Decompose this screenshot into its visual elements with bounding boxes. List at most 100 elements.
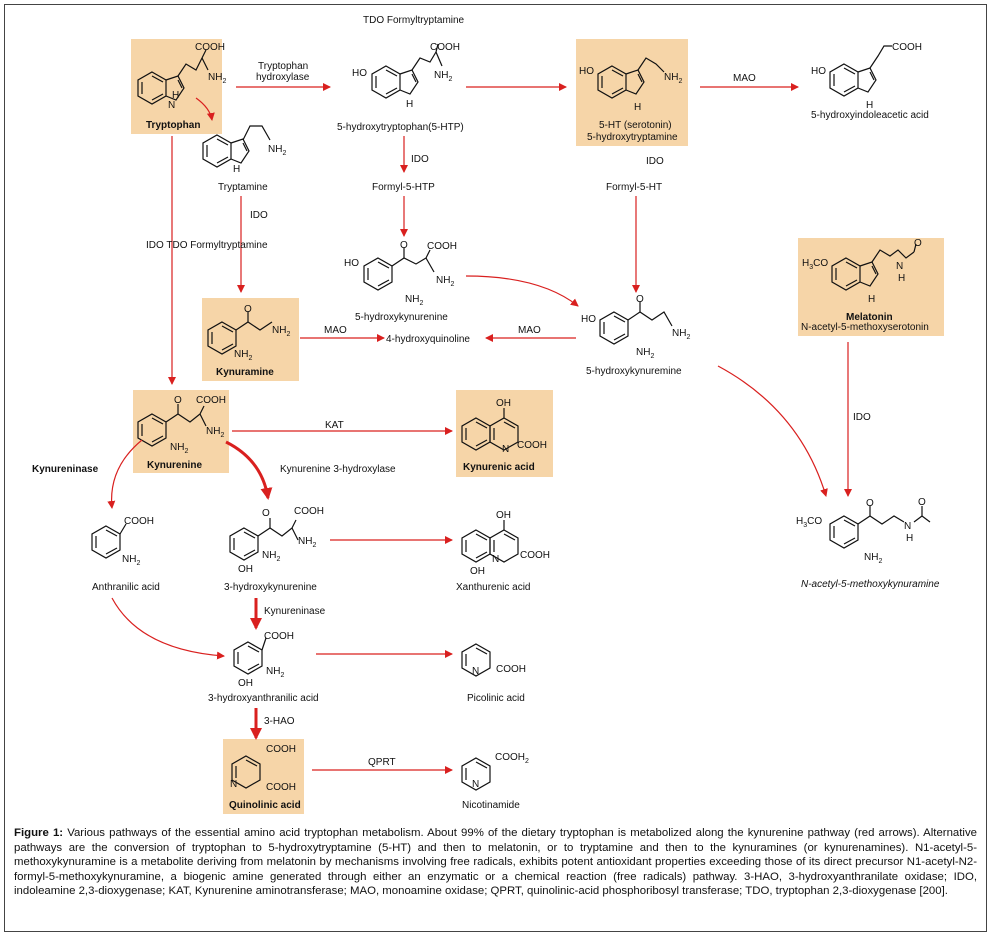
svg-text:H: H (634, 102, 641, 113)
svg-text:O: O (636, 294, 644, 305)
svg-text:5-HT (serotonin): 5-HT (serotonin) (599, 120, 672, 131)
enzyme-labels: Tryptophan hydroxylase MAO IDO Formyl-5-… (32, 61, 871, 768)
svg-text:H: H (866, 100, 873, 111)
structure-5-hydroxykynurenine: HO O COOH NH2 NH2 5-hydroxykynurenine (344, 240, 457, 323)
svg-text:Anthranilic acid: Anthranilic acid (92, 582, 160, 593)
svg-text:NH2: NH2 (436, 275, 454, 288)
svg-text:COOH: COOH (430, 42, 460, 53)
svg-text:NH2: NH2 (405, 294, 423, 307)
svg-text:NH2: NH2 (262, 550, 280, 563)
arrow-kyn-3hk (225, 440, 273, 500)
svg-text:NH2: NH2 (234, 349, 252, 362)
svg-text:MAO: MAO (324, 325, 347, 336)
arrow-5hk-kynuremine (465, 275, 579, 307)
svg-text:NH2: NH2 (268, 144, 286, 157)
svg-text:NH2: NH2 (664, 72, 682, 85)
svg-text:5-hydroxyindoleacetic acid: 5-hydroxyindoleacetic acid (811, 110, 929, 121)
structure-5htp: HO COOH NH2 H TDO Formyltryptamine 5-hyd… (337, 15, 465, 133)
structure-tryptophan: COOH NH2 H N Tryptophan (137, 42, 226, 131)
reaction-arrows (107, 83, 852, 774)
svg-text:Formyl-5-HT: Formyl-5-HT (606, 182, 662, 193)
svg-text:COOH: COOH (520, 550, 550, 561)
svg-text:COOH: COOH (294, 506, 324, 517)
structure-serotonin: HO NH2 H 5-HT (serotonin) 5-hydroxytrypt… (579, 57, 682, 143)
box-melatonin (798, 238, 944, 336)
svg-text:COOH: COOH (266, 782, 296, 793)
svg-text:Xanthurenic acid: Xanthurenic acid (456, 582, 531, 593)
svg-text:H: H (172, 90, 179, 101)
svg-text:H: H (868, 294, 875, 305)
svg-text:Kynurenic acid: Kynurenic acid (463, 462, 535, 473)
svg-text:MAO: MAO (518, 325, 541, 336)
svg-text:N: N (168, 100, 175, 111)
svg-text:IDO: IDO (411, 154, 429, 165)
svg-text:3-HAO: 3-HAO (264, 716, 295, 727)
svg-text:NH2: NH2 (864, 552, 882, 565)
svg-text:NH2: NH2 (298, 536, 316, 549)
svg-text:KAT: KAT (325, 420, 344, 431)
svg-text:OH: OH (470, 566, 485, 577)
svg-text:Kynuramine: Kynuramine (216, 367, 274, 378)
svg-text:Kynurenine 3-hydroxylase: Kynurenine 3-hydroxylase (280, 464, 396, 475)
svg-text:OH: OH (496, 398, 511, 409)
svg-text:COOH: COOH (427, 241, 457, 252)
svg-text:OH: OH (238, 564, 253, 575)
structure-kynurenine: O COOH NH2 NH2 Kynurenine (137, 395, 226, 471)
svg-text:O: O (244, 304, 252, 315)
svg-text:5-hydroxykynuremine: 5-hydroxykynuremine (586, 366, 682, 377)
svg-text:Kynurenine: Kynurenine (147, 460, 202, 471)
figure-caption: Figure 1: Various pathways of the essent… (14, 826, 977, 899)
structure-quinolinic-acid: N COOH COOH Quinolinic acid (229, 744, 301, 811)
svg-text:O: O (918, 497, 926, 508)
svg-text:NH2: NH2 (208, 72, 226, 85)
svg-text:O: O (262, 508, 270, 519)
svg-text:3-hydroxyanthranilic acid: 3-hydroxyanthranilic acid (208, 693, 319, 704)
structure-nicotinamide: N COOH2 Nicotinamide (461, 752, 529, 811)
svg-text:HO: HO (811, 66, 826, 77)
svg-text:COOH: COOH (496, 664, 526, 675)
svg-text:NH2: NH2 (636, 347, 654, 360)
svg-text:NH2: NH2 (122, 554, 140, 567)
caption-label: Figure 1: (14, 827, 64, 839)
svg-text:COOH: COOH (195, 42, 225, 53)
svg-text:O: O (174, 395, 182, 406)
structure-melatonin: H3CO O N H H Melatonin N-acetyl-5-methox… (801, 238, 929, 333)
svg-text:5-hydroxytryptophan(5-HTP): 5-hydroxytryptophan(5-HTP) (337, 122, 464, 133)
svg-text:Kynureninase: Kynureninase (32, 464, 99, 475)
structure-xanthurenic-acid: OH N COOH OH Xanthurenic acid (456, 510, 550, 593)
svg-text:Formyl-5-HTP: Formyl-5-HTP (372, 182, 435, 193)
svg-text:hydroxylase: hydroxylase (256, 72, 310, 83)
svg-text:HO: HO (344, 258, 359, 269)
svg-text:QPRT: QPRT (368, 757, 396, 768)
svg-text:COOH: COOH (892, 42, 922, 53)
svg-text:Kynureninase: Kynureninase (264, 606, 326, 617)
structure-kynurenic-acid: OH N COOH Kynurenic acid (461, 398, 547, 473)
svg-text:NH2: NH2 (206, 426, 224, 439)
structure-3-hydroxyanthranilic-acid: COOH NH2 OH 3-hydroxyanthranilic acid (208, 631, 319, 704)
structure-5-hydroxykynuremine: HO O NH2 NH2 5-hydroxykynuremine (581, 294, 690, 377)
svg-text:H: H (906, 533, 913, 544)
caption-text: Various pathways of the essential amino … (14, 827, 977, 898)
svg-text:COOH: COOH (266, 744, 296, 755)
svg-text:Tryptophan: Tryptophan (258, 61, 308, 72)
structure-kynuramine: O NH2 NH2 Kynuramine (207, 304, 290, 378)
svg-text:IDO: IDO (250, 210, 268, 221)
svg-text:N: N (896, 261, 903, 272)
svg-text:N: N (472, 666, 479, 677)
svg-text:Nicotinamide: Nicotinamide (462, 800, 520, 811)
svg-text:TDO Formyltryptamine: TDO Formyltryptamine (363, 15, 465, 26)
svg-text:HO: HO (581, 314, 596, 325)
svg-text:OH: OH (238, 678, 253, 689)
structure-anthranilic-acid: COOH NH2 Anthranilic acid (91, 516, 160, 593)
svg-text:N: N (492, 554, 499, 565)
arrow-trp-tryptamine (195, 97, 215, 121)
svg-text:MAO: MAO (733, 73, 756, 84)
svg-text:3-hydroxykynurenine: 3-hydroxykynurenine (224, 582, 317, 593)
svg-text:COOH: COOH (264, 631, 294, 642)
svg-text:HO: HO (352, 68, 367, 79)
svg-text:Picolinic acid: Picolinic acid (467, 693, 525, 704)
box-kynuramine (202, 298, 299, 381)
svg-text:N-acetyl-5-methoxykynuramine: N-acetyl-5-methoxykynuramine (801, 579, 940, 590)
svg-text:H: H (406, 99, 413, 110)
svg-text:NH2: NH2 (434, 70, 452, 83)
